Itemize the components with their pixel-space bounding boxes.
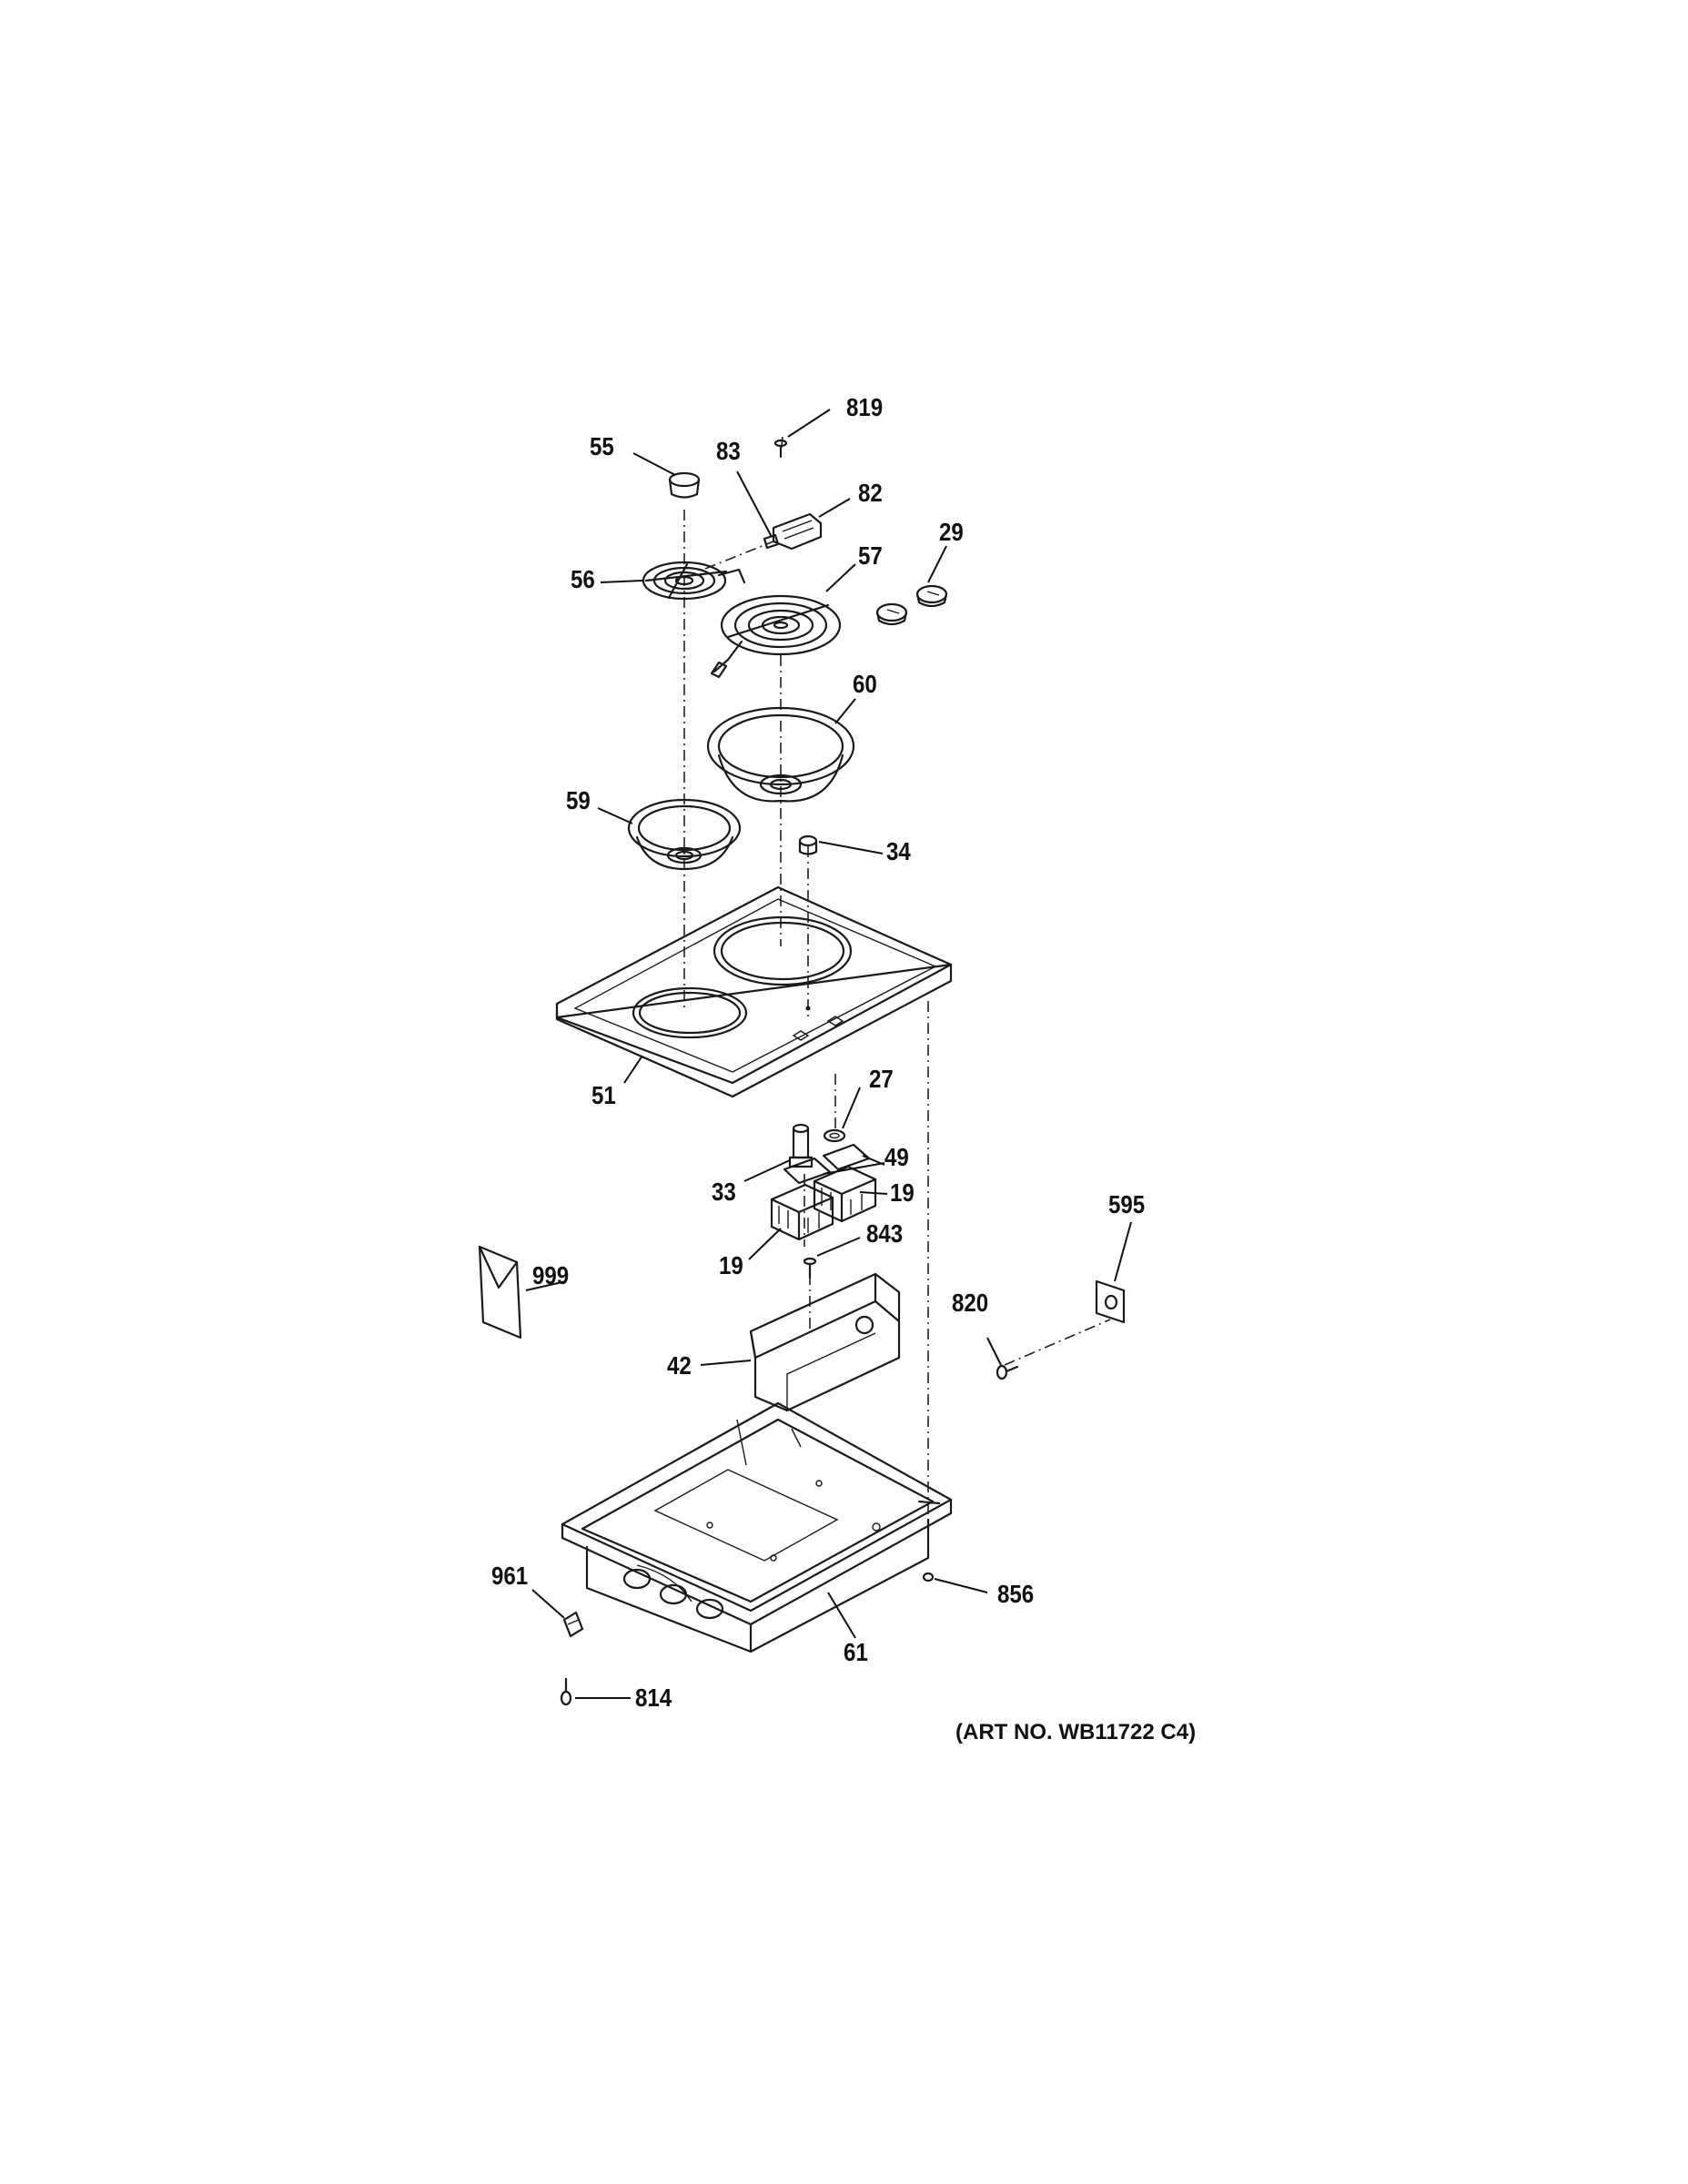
callout-29: 29 [939,518,964,546]
callout-820: 820 [952,1289,989,1317]
part-61-burner-box [561,1401,953,1653]
callout-19-lower: 19 [719,1251,743,1279]
callout-82: 82 [858,479,883,507]
part-961-clip [562,1611,584,1638]
part-34-grommet [798,834,818,855]
art-number: (ART NO. WB11722 C4) [955,1720,1197,1744]
callout-961: 961 [491,1562,529,1590]
part-29-knobs [875,584,948,626]
callout-999: 999 [532,1261,570,1289]
part-814-screw [560,1677,572,1706]
part-820-screw [996,1364,1019,1380]
part-19-switches [770,1165,877,1241]
leader-lines [525,409,1132,1699]
part-856-screw [922,1572,935,1582]
part-55-cap [668,471,701,499]
callout-49: 49 [884,1143,909,1171]
part-42-bracket [749,1272,901,1412]
callout-55: 55 [590,432,614,460]
callout-843: 843 [866,1219,904,1248]
callout-61: 61 [844,1638,868,1666]
part-819-screw [773,439,788,459]
part-843-screw [803,1257,817,1279]
callout-814: 814 [635,1684,672,1712]
callout-56: 56 [571,565,595,593]
part-60-large-drip-bowl [706,706,855,803]
part-27-ring [823,1128,846,1143]
part-82-terminal-block [763,512,823,551]
part-999-literature [478,1245,522,1340]
part-595-plate [1095,1279,1126,1324]
callout-856: 856 [997,1580,1035,1608]
callout-34: 34 [886,837,911,865]
callout-83: 83 [716,437,741,465]
part-57-large-element [710,594,842,679]
callout-595: 595 [1108,1190,1146,1218]
callout-19-upper: 19 [890,1178,915,1207]
part-51-cooktop [555,885,953,1098]
part-59-small-drip-bowl [627,798,742,871]
callout-33: 33 [712,1178,736,1206]
part-56-small-element [642,561,746,601]
callout-57: 57 [858,541,883,570]
part-49-labels [783,1143,871,1185]
callout-42: 42 [667,1351,692,1380]
callout-819: 819 [846,393,884,421]
callout-59: 59 [566,786,591,814]
callout-27: 27 [869,1065,894,1093]
callout-51: 51 [591,1081,616,1109]
part-33-shaft [788,1123,814,1168]
callout-60: 60 [853,670,877,698]
